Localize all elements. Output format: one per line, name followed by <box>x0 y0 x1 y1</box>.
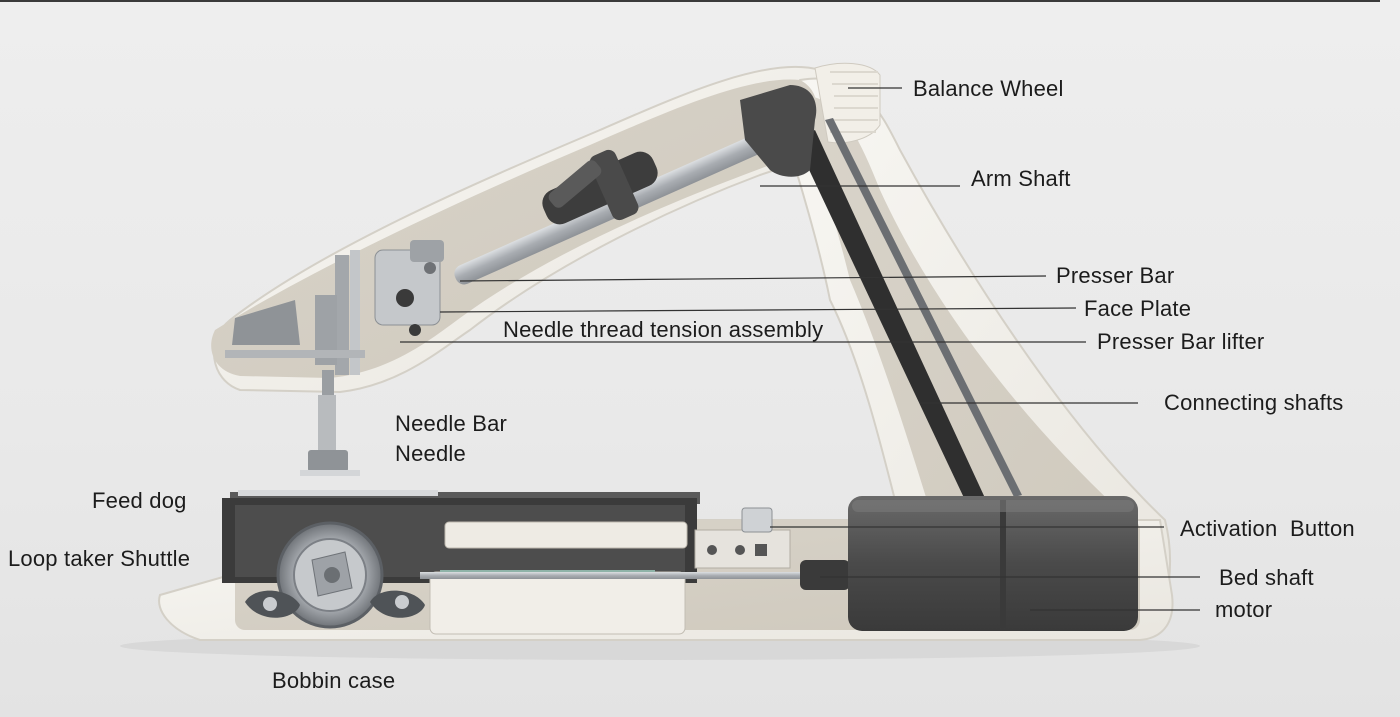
connecting-shaft-light <box>825 118 1022 497</box>
leader-presser-bar <box>459 275 1047 282</box>
motor-coupling <box>800 560 850 590</box>
label-bobbin-case: Bobbin case <box>272 668 396 693</box>
label-needle: Needle <box>395 441 466 466</box>
label-presser-bar-lifter: Presser Bar lifter <box>1097 329 1265 354</box>
label-bed-shaft: Bed shaft <box>1219 565 1314 590</box>
motor-block <box>848 496 1138 631</box>
label-presser-bar: Presser Bar <box>1056 263 1175 288</box>
needle-presser-column <box>225 250 365 375</box>
bed-shaft <box>420 572 820 579</box>
label-connecting-shafts: Connecting shafts <box>1164 390 1344 415</box>
label-face-plate: Face Plate <box>1084 296 1192 321</box>
needle-plate-top <box>238 490 438 496</box>
label-loop-taker-shuttle: Loop taker Shuttle <box>8 546 191 571</box>
arm-cavity <box>211 79 817 378</box>
loop-taker-shuttle <box>245 521 425 629</box>
label-needle-bar: Needle Bar <box>395 411 508 436</box>
feed-dog-tray <box>444 521 688 549</box>
label-balance-wheel: Balance Wheel <box>913 76 1064 101</box>
label-arm-shaft: Arm Shaft <box>971 166 1071 191</box>
tension-assembly <box>374 240 444 336</box>
leader-face-plate <box>439 307 1077 313</box>
presser-foot <box>300 370 360 476</box>
label-feed-dog: Feed dog <box>92 488 187 513</box>
label-motor: motor <box>1215 597 1273 622</box>
arm-shaft-assembly <box>454 85 817 285</box>
top-border-line <box>0 0 1380 2</box>
connecting-shaft-dark <box>795 130 985 500</box>
bed-shaft-bracket <box>694 507 791 569</box>
label-needle-thread-tension-assembly: Needle thread tension assembly <box>503 317 824 342</box>
label-activation-button: Activation Button <box>1180 516 1355 541</box>
